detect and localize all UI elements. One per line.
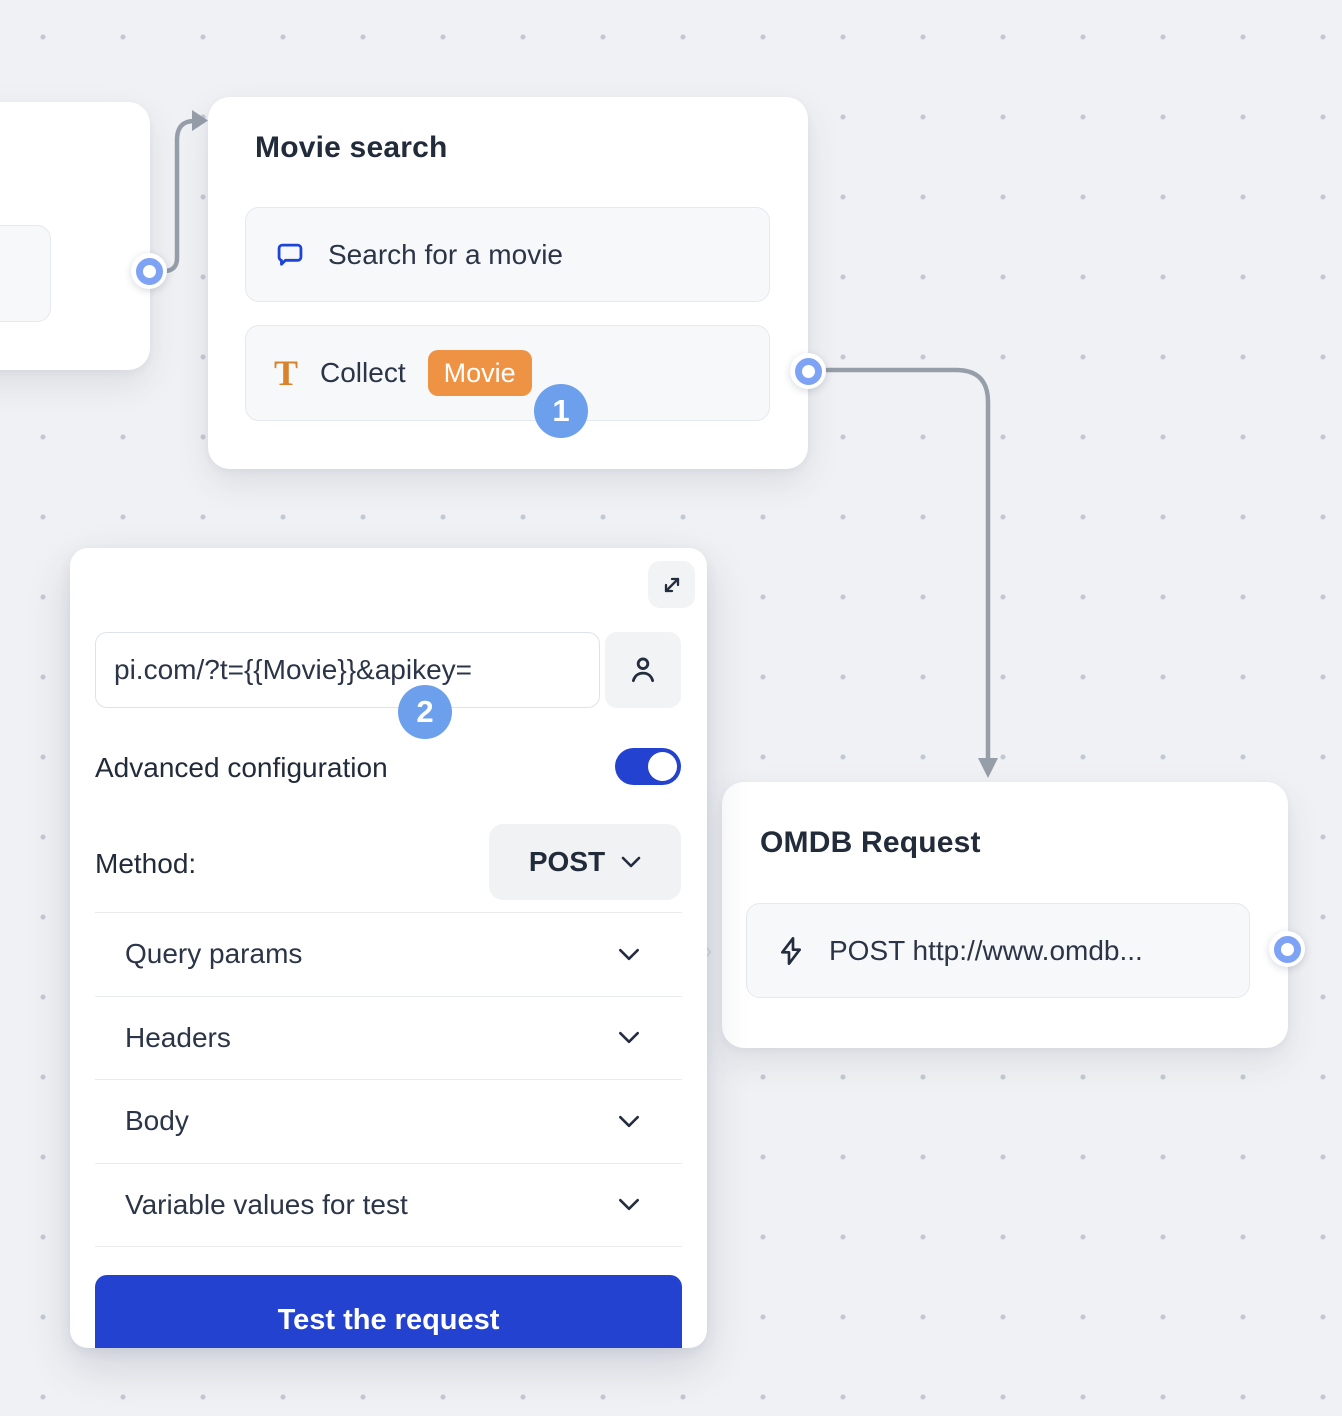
step-1-badge: 1 — [534, 384, 588, 438]
collect-block-label: Collect — [320, 357, 406, 388]
section-label: Query params — [125, 938, 303, 970]
method-dropdown[interactable]: POST — [489, 824, 681, 900]
output-port[interactable] — [790, 353, 826, 389]
section-variable-values[interactable]: Variable values for test — [95, 1164, 682, 1247]
step-2-badge: 2 — [398, 685, 452, 739]
omdb-request-node-card[interactable]: OMDB Request POST http://www.omdb... — [698, 782, 1288, 1048]
node-title: Movie search — [255, 131, 448, 164]
webhook-block[interactable]: POST http://www.omdb... — [746, 903, 1250, 998]
method-label: Method: — [95, 848, 197, 879]
test-request-button[interactable]: Test the request — [95, 1275, 682, 1348]
question-block[interactable]: Search for a movie — [245, 207, 770, 302]
webhook-block-label: POST http://www.omdb... — [829, 934, 1143, 966]
chevron-down-icon — [621, 856, 641, 868]
chevron-down-icon — [618, 948, 640, 961]
accordion-sections: Query params Headers Body Variable value… — [95, 912, 682, 1247]
chevron-down-icon — [618, 1115, 640, 1128]
section-body[interactable]: Body — [95, 1080, 682, 1164]
person-icon — [626, 653, 660, 687]
section-label: Variable values for test — [125, 1188, 408, 1220]
output-port[interactable] — [131, 253, 167, 289]
section-query-params[interactable]: Query params — [95, 913, 682, 997]
url-input-value: pi.com/?t={{Movie}}&apikey= — [114, 654, 473, 685]
upstream-node-card[interactable] — [0, 102, 150, 370]
method-value: POST — [528, 846, 606, 877]
webhook-config-panel: pi.com/?t={{Movie}}&apikey= Advanced con… — [70, 548, 707, 1348]
advanced-configuration-label: Advanced configuration — [95, 752, 388, 783]
section-label: Headers — [125, 1021, 231, 1053]
collect-block[interactable]: T Collect Movie — [245, 325, 770, 421]
chevron-down-icon — [618, 1198, 640, 1211]
advanced-configuration-toggle[interactable] — [615, 748, 681, 785]
node-title: OMDB Request — [760, 826, 981, 859]
chevron-down-icon — [618, 1031, 640, 1044]
chat-bubble-icon — [274, 239, 306, 271]
variable-badge: Movie — [427, 349, 532, 397]
section-headers[interactable]: Headers — [95, 997, 682, 1080]
question-block-label: Search for a movie — [328, 238, 563, 270]
insert-variable-button[interactable] — [605, 632, 681, 708]
output-port[interactable] — [1269, 931, 1305, 967]
toggle-knob — [648, 752, 677, 781]
expand-button[interactable] — [648, 561, 695, 608]
zap-icon — [775, 935, 807, 967]
movie-search-node-card[interactable]: Movie search Search for a movie T Collec… — [208, 97, 808, 469]
upstream-node-item[interactable] — [0, 225, 51, 322]
section-label: Body — [125, 1105, 189, 1137]
url-input[interactable]: pi.com/?t={{Movie}}&apikey= — [95, 632, 600, 708]
text-input-icon: T — [274, 353, 299, 393]
expand-icon — [660, 573, 684, 597]
